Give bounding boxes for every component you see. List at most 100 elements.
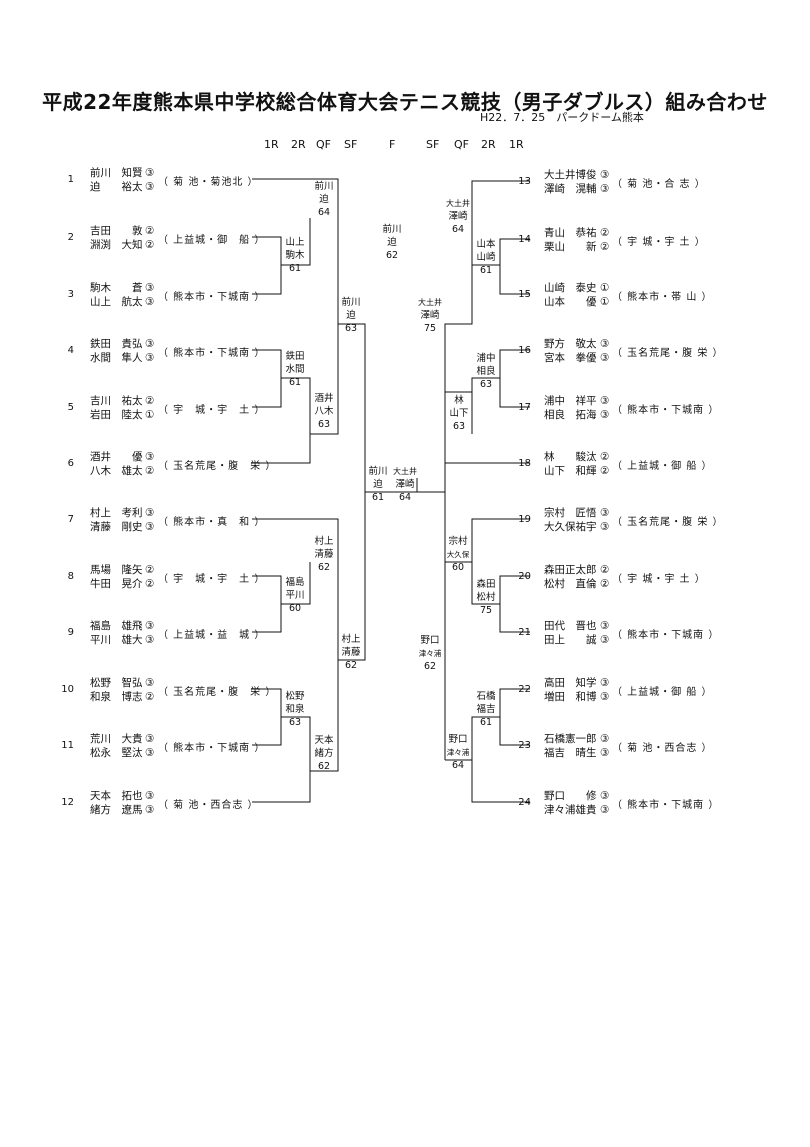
school-name: （ 熊本市・下城南 ） <box>612 630 720 641</box>
school-name: （ 菊 池・西合志 ） <box>158 800 259 811</box>
seed-number: 14 <box>518 234 531 245</box>
school-name: （ 菊 池・西合志 ） <box>612 743 713 754</box>
bracket-line <box>310 725 339 772</box>
seed-number: 19 <box>518 514 531 525</box>
seed-number: 18 <box>518 458 531 469</box>
bracket-line <box>499 688 530 717</box>
seed-number: 4 <box>67 345 74 356</box>
player-grade: ③ <box>600 507 610 519</box>
bracket-line <box>252 575 282 604</box>
player-grade: ③ <box>600 521 610 533</box>
seed-number: 9 <box>67 627 74 638</box>
bracket-line <box>471 180 530 227</box>
seed-number: 20 <box>518 571 531 582</box>
school-name: （ 上益城・御 船 ） <box>612 461 713 472</box>
player-grade: ② <box>600 227 610 239</box>
bracket-line <box>364 478 445 493</box>
player-grade: ③ <box>145 620 155 632</box>
seed-number: 13 <box>518 176 531 187</box>
player-name: 高田 知学 <box>544 677 597 689</box>
round-label-right-sf: SF <box>426 138 440 151</box>
bracket-line <box>252 178 339 227</box>
round-label-right-1r: 1R <box>509 138 524 151</box>
player-grade: ③ <box>145 521 155 533</box>
player-name: 大久保祐宇 <box>544 521 597 533</box>
school-name: （ 熊本市・下城南 ） <box>158 348 266 359</box>
school-name: （ 熊本市・下城南 ） <box>612 800 720 811</box>
bracket-line <box>337 227 366 478</box>
player-name: 林 駿汰 <box>544 451 597 463</box>
bracket-line <box>445 716 530 761</box>
school-name: （ 熊本市・真 和 ） <box>158 517 266 528</box>
player-grade: ③ <box>145 167 155 179</box>
bracket-line <box>445 391 473 434</box>
player-grade: ③ <box>600 691 610 703</box>
player-name: 山下 和輝 <box>544 465 597 477</box>
bracket-line <box>252 771 311 803</box>
player-grade: ① <box>145 409 155 421</box>
player-name: 八木 雄太 <box>90 465 143 477</box>
school-name: （ 宇 城・宇 土 ） <box>612 574 706 585</box>
player-name: 福吉 晴生 <box>544 747 597 759</box>
player-grade: ② <box>145 239 155 251</box>
player-name: 野口 修 <box>544 790 597 802</box>
seed-number: 2 <box>67 232 74 243</box>
player-grade: ③ <box>600 790 610 802</box>
player-grade: ③ <box>145 747 155 759</box>
round-label-left-qf: QF <box>316 138 331 151</box>
bracket-line <box>252 377 311 434</box>
player-name: 石橋憲一郎 <box>544 733 597 745</box>
bracket-line <box>252 688 282 717</box>
school-name: （ 上益城・御 船 ） <box>158 235 266 246</box>
player-grade: ③ <box>145 352 155 364</box>
bracket-line <box>310 392 339 435</box>
player-name: 松村 直倫 <box>544 578 597 590</box>
player-grade: ② <box>145 225 155 237</box>
player-name: 増田 和博 <box>544 691 597 703</box>
player-grade: ③ <box>145 677 155 689</box>
bracket-line <box>252 236 282 265</box>
player-name: 鉄田 貴弘 <box>90 338 143 350</box>
player-name: 松野 智弘 <box>90 677 143 689</box>
seed-number: 12 <box>61 797 74 808</box>
player-grade: ③ <box>145 507 155 519</box>
player-grade: ③ <box>600 677 610 689</box>
player-name: 森田正太郎 <box>544 564 597 576</box>
seed-number: 21 <box>518 627 531 638</box>
player-grade: ③ <box>145 181 155 193</box>
player-grade: ② <box>600 564 610 576</box>
bracket-line <box>444 227 473 478</box>
player-name: 福島 雄飛 <box>90 620 143 632</box>
player-grade: ② <box>600 241 610 253</box>
player-name: 田上 誠 <box>544 634 597 646</box>
round-label-left-1r: 1R <box>264 138 279 151</box>
player-name: 浦中 祥平 <box>544 395 597 407</box>
player-name: 津々浦雄貴 <box>544 804 597 816</box>
seed-number: 10 <box>61 684 74 695</box>
round-label-left-2r: 2R <box>291 138 306 151</box>
player-name: 前川 知賢 <box>90 167 143 179</box>
player-name: 宮本 拳優 <box>544 352 597 364</box>
seed-number: 5 <box>67 402 74 413</box>
seed-number: 16 <box>518 345 531 356</box>
school-name: （ 上益城・御 船 ） <box>612 687 713 698</box>
player-grade: ① <box>600 296 610 308</box>
school-name: （ 熊本市・下城南 ） <box>158 292 266 303</box>
seed-number: 15 <box>518 289 531 300</box>
bracket-line <box>471 570 530 633</box>
seed-number: 8 <box>67 571 74 582</box>
player-name: 吉川 祐太 <box>90 395 143 407</box>
school-name: （ 熊本市・帯 山 ） <box>612 292 713 303</box>
player-name: 野方 敬太 <box>544 338 597 350</box>
player-grade: ② <box>145 564 155 576</box>
